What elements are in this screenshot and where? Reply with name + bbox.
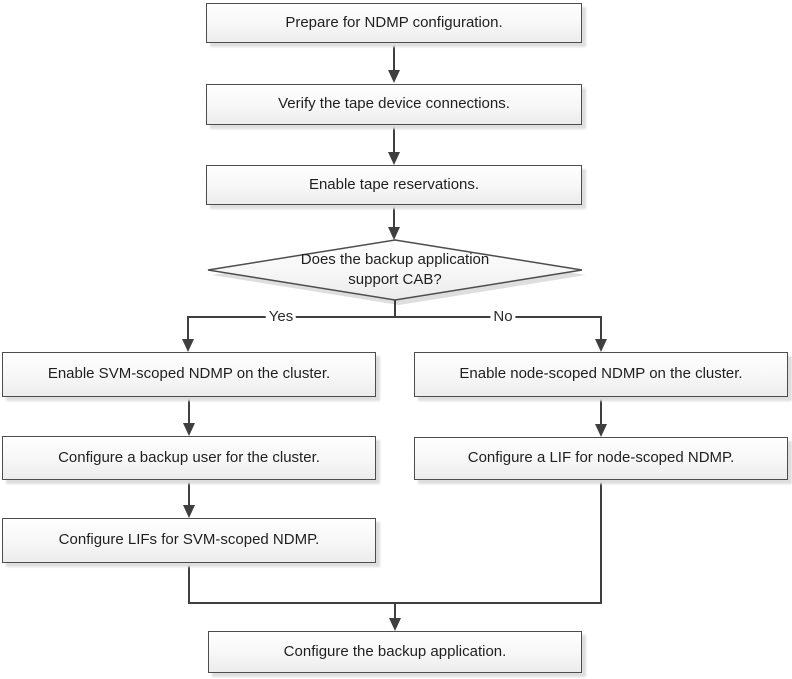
edge-label-no: No	[490, 308, 516, 326]
node-backup-user-label: Configure a backup user for the cluster.	[58, 448, 320, 466]
edge-label-yes: Yes	[265, 308, 297, 326]
arrow-merge-to-configure-app	[389, 603, 401, 631]
node-svm-lifs: Configure LIFs for SVM-scoped NDMP.	[2, 518, 376, 563]
arrow-yes-branch-down	[182, 316, 194, 352]
node-node-lif-label: Configure a LIF for node-scoped NDMP.	[467, 449, 735, 467]
node-verify: Verify the tape device connections.	[206, 84, 582, 125]
node-configure-app-label: Configure the backup application.	[283, 642, 507, 660]
node-enable-tape: Enable tape reservations.	[206, 165, 582, 205]
node-node-enable-label: Enable node-scoped NDMP on the cluster.	[459, 365, 743, 383]
node-configure-app: Configure the backup application.	[208, 631, 582, 673]
connector-decision-to-branch	[188, 300, 601, 318]
arrow-svm-enable-to-backup-user	[183, 397, 195, 436]
node-enable-tape-label: Enable tape reservations.	[308, 175, 480, 193]
node-verify-label: Verify the tape device connections.	[278, 95, 510, 113]
node-node-lif: Configure a LIF for node-scoped NDMP.	[414, 437, 788, 480]
node-prepare: Prepare for NDMP configuration.	[206, 3, 582, 43]
node-svm-enable-label: Enable SVM-scoped NDMP on the cluster.	[47, 365, 331, 383]
arrow-no-branch-down	[595, 316, 607, 352]
node-svm-lifs-label: Configure LIFs for SVM-scoped NDMP.	[58, 531, 320, 549]
arrow-node-enable-to-node-lif	[595, 397, 607, 437]
node-node-enable: Enable node-scoped NDMP on the cluster.	[414, 352, 788, 397]
arrow-backup-user-to-svm-lifs	[183, 480, 195, 518]
arrow-verify-to-enable-tape	[388, 125, 400, 165]
arrow-prepare-to-verify	[388, 43, 400, 83]
node-decision-label: Does the backup application support CAB?	[300, 250, 490, 288]
node-svm-enable: Enable SVM-scoped NDMP on the cluster.	[2, 352, 376, 397]
node-prepare-label: Prepare for NDMP configuration.	[285, 13, 503, 31]
decision-diamond	[207, 239, 586, 305]
arrow-enable-tape-to-decision	[388, 205, 400, 240]
node-backup-user: Configure a backup user for the cluster.	[2, 436, 376, 480]
